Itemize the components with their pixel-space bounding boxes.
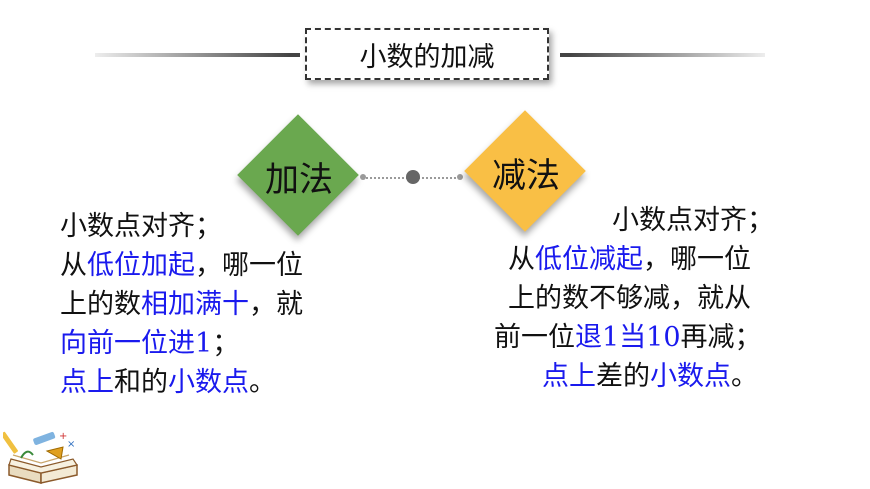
plain-text: ； [212, 328, 240, 359]
highlighted-text: 低位加起 [87, 250, 195, 281]
svg-text:+: + [59, 431, 67, 442]
connector-dot-right [457, 174, 463, 180]
highlighted-text: 低位减起 [535, 244, 643, 275]
title-rule-left [95, 53, 300, 57]
addition-line: 上的数相加满十，就 [60, 285, 303, 324]
plain-text: 。 [249, 367, 276, 398]
page-title: 小数的加减 [305, 28, 549, 80]
plain-text: 小数点对齐； [612, 205, 774, 236]
connector-dot-left [360, 174, 366, 180]
addition-line: 向前一位进1； [60, 324, 303, 363]
plain-text: 和的 [114, 367, 168, 398]
subtraction-label: 减法 [492, 155, 560, 196]
addition-label: 加法 [265, 159, 333, 200]
plain-text: 差的 [596, 361, 650, 392]
addition-line: 小数点对齐； [60, 207, 303, 246]
highlighted-text: 相加满十 [141, 289, 249, 320]
highlighted-text: 退1当10 [575, 322, 681, 353]
highlighted-text: 点上 [542, 361, 596, 392]
plain-text: 上的数 [60, 289, 141, 320]
plain-text: 前一位 [494, 322, 575, 353]
addition-line: 点上和的小数点。 [60, 363, 303, 402]
subtraction-line: 小数点对齐； [494, 201, 774, 240]
subtraction-line: 从低位减起，哪一位 [494, 240, 774, 279]
title-rule-right [560, 53, 765, 57]
plain-text: ，哪一位 [643, 244, 751, 275]
subtraction-line: 上的数不够减，就从 [494, 279, 774, 318]
svg-text:×: × [67, 439, 75, 450]
plain-text: ，哪一位 [195, 250, 303, 281]
plain-text: 小数点对齐； [60, 211, 222, 242]
addition-diamond: 加法 [237, 114, 359, 236]
plain-text: 再减； [680, 322, 762, 353]
books-and-stationery-icon: + × [3, 431, 78, 484]
plain-text: 从 [508, 244, 535, 275]
addition-rule-text: 小数点对齐；从低位加起，哪一位上的数相加满十，就向前一位进1；点上和的小数点。 [60, 207, 303, 402]
subtraction-line: 点上差的小数点。 [494, 357, 774, 396]
highlighted-text: 小数点 [650, 361, 731, 392]
connector-dot-center [406, 170, 420, 184]
plain-text: 上的数不够减，就从 [508, 283, 751, 314]
highlighted-text: 点上 [60, 367, 114, 398]
plain-text: 。 [731, 361, 758, 392]
highlighted-text: 向前一位进1 [60, 328, 213, 359]
subtraction-rule-text: 小数点对齐；从低位减起，哪一位上的数不够减，就从前一位退1当10再减；点上差的小… [494, 201, 774, 396]
subtraction-diamond: 减法 [464, 110, 586, 232]
subtraction-line: 前一位退1当10再减； [494, 318, 774, 357]
plain-text: ，就 [249, 289, 303, 320]
plain-text: 从 [60, 250, 87, 281]
highlighted-text: 小数点 [168, 367, 249, 398]
addition-line: 从低位加起，哪一位 [60, 246, 303, 285]
